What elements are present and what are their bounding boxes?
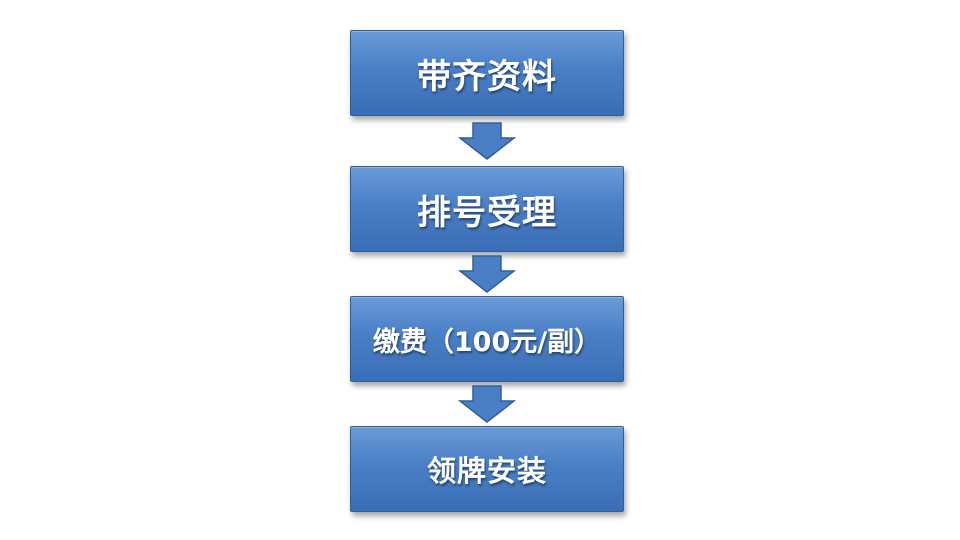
step-box-pay-fee: 缴费（100元/副）: [350, 296, 624, 382]
step-box-queue-processing: 排号受理: [350, 166, 624, 252]
step-box-bring-documents: 带齐资料: [350, 30, 624, 116]
step-label: 缴费（100元/副）: [372, 326, 602, 358]
down-arrow-icon: [458, 122, 516, 160]
step-label: 排号受理: [417, 192, 557, 233]
step-box-collect-install-plate: 领牌安装: [350, 426, 624, 512]
step-label: 领牌安装: [426, 454, 547, 488]
down-arrow-icon: [458, 385, 516, 423]
down-arrow-icon: [458, 255, 516, 293]
step-label: 带齐资料: [417, 56, 557, 97]
